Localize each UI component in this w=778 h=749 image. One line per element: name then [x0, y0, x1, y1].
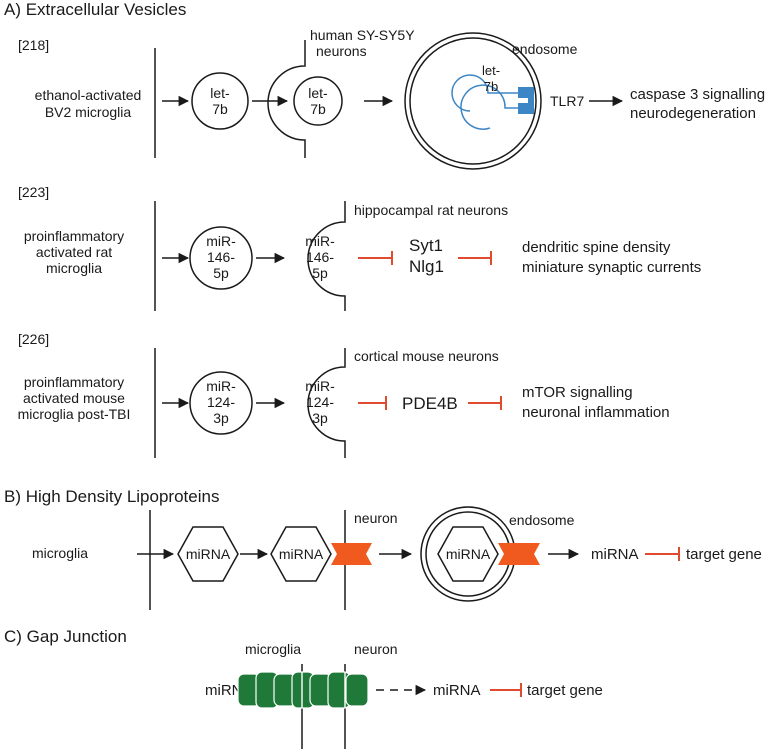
neuron-membrane-fusing — [267, 40, 306, 158]
hdl-particle — [437, 526, 499, 582]
outcome-line-1: caspase 3 signalling — [630, 86, 765, 103]
outcome-line-2: neuronal inflammation — [522, 404, 670, 421]
donor-label-line-2: activated mouse — [23, 390, 125, 406]
extracellular-vesicle — [191, 72, 249, 130]
target-gene: target gene — [527, 682, 603, 699]
free-mirna: miRNA — [591, 546, 639, 563]
vesicle-cargo-line-2: 7b — [310, 101, 326, 117]
neuron-membrane-fusing — [307, 348, 346, 458]
donor-label-line-2: BV2 microglia — [45, 104, 132, 120]
gap-junction-channel-icon — [237, 671, 369, 709]
neuron-membrane-fusing — [307, 201, 346, 311]
vesicle-cargo-line-2: 124- — [207, 394, 235, 410]
result-mirna: miRNA — [433, 682, 481, 699]
ev-row-223: [223] proinflammatory activated rat micr… — [18, 184, 701, 311]
extracellular-vesicle — [189, 226, 253, 290]
outcome-line-1: dendritic spine density — [522, 239, 671, 256]
tlr7-receptor-icon — [518, 103, 530, 114]
vesicle-cargo-line-1: miR- — [206, 378, 236, 394]
vesicle-cargo-line-2: 146- — [306, 249, 334, 265]
vesicle-cargo-line-1: let- — [308, 85, 328, 101]
recipient-label-line-1: human SY-SY5Y — [310, 27, 415, 43]
recipient-label: hippocampal rat neurons — [354, 202, 508, 218]
donor-label-line-1: ethanol-activated — [35, 87, 142, 103]
endosome-cargo-line-1: let- — [482, 63, 500, 78]
right-cell-label: neuron — [354, 641, 398, 657]
target-gene-2: Nlg1 — [409, 257, 444, 276]
fusing-vesicle — [293, 76, 343, 126]
section-a-title: A) Extracellular Vesicles — [4, 0, 186, 19]
hdl-cargo: miRNA — [279, 546, 324, 562]
endosome-cargo-line-2: 7b — [484, 79, 498, 94]
donor-label-line-3: microglia post-TBI — [18, 406, 131, 422]
section-c-title: C) Gap Junction — [4, 627, 127, 646]
hdl-particle — [270, 526, 332, 582]
target-gene: target gene — [686, 546, 762, 563]
vesicle-cargo-line-3: 3p — [312, 410, 328, 426]
reference-223: [223] — [18, 184, 49, 200]
vesicle-cargo-line-1: let- — [210, 85, 230, 101]
vesicle-cargo-line-2: 7b — [212, 101, 228, 117]
donor-label-line-1: proinflammatory — [24, 228, 124, 244]
donor-label-line-1: proinflammatory — [24, 374, 124, 390]
hdl-receptor-icon — [498, 543, 540, 565]
vesicle-cargo-line-2: 146- — [207, 249, 235, 265]
outcome-line-2: neurodegeneration — [630, 105, 756, 122]
recipient-label: cortical mouse neurons — [354, 348, 499, 364]
vesicle-cargo-line-2: 124- — [306, 394, 334, 410]
endosome-outer — [404, 32, 542, 170]
hdl-particle — [177, 526, 239, 582]
endosome-label: endosome — [512, 41, 578, 57]
vesicle-cargo-line-3: 3p — [213, 410, 229, 426]
let-7b-strand — [460, 84, 518, 130]
endosome-label: endosome — [509, 512, 575, 528]
vesicle-cargo-line-3: 5p — [312, 265, 328, 281]
outcome-line-2: miniature synaptic currents — [522, 259, 701, 276]
hdl-cargo: miRNA — [186, 546, 231, 562]
hdl-receptor-icon — [331, 543, 372, 565]
outcome-line-1: mTOR signalling — [522, 384, 633, 401]
section-b-title: B) High Density Lipoproteins — [4, 487, 219, 506]
target-gene-1: Syt1 — [409, 236, 443, 255]
vesicle-cargo-line-1: miR- — [206, 233, 236, 249]
receptor-label: TLR7 — [550, 93, 584, 109]
gap-junction-pathway: microglia neuron miRNA miRNA target gene — [205, 641, 603, 749]
vesicle-cargo-line-1: miR- — [305, 233, 335, 249]
recipient-label-line-2: neurons — [316, 43, 367, 59]
donor-label: microglia — [32, 545, 88, 561]
tlr7-receptor-icon — [528, 87, 534, 114]
target-gene-1: PDE4B — [402, 394, 458, 413]
reference-226: [226] — [18, 331, 49, 347]
hdl-cargo: miRNA — [446, 546, 491, 562]
ev-row-226: [226] proinflammatory activated mouse mi… — [18, 331, 670, 458]
donor-label-line-2: activated rat — [36, 244, 112, 260]
extracellular-vesicle — [189, 371, 253, 435]
recipient-label: neuron — [354, 510, 398, 526]
donor-label-line-3: microglia — [46, 260, 102, 276]
ev-row-218: [218] ethanol-activated BV2 microglia le… — [18, 27, 765, 170]
tlr7-receptor-icon — [518, 87, 530, 98]
vesicle-cargo-line-3: 5p — [213, 265, 229, 281]
endosome-inner — [409, 37, 537, 165]
vesicle-cargo-line-1: miR- — [305, 378, 335, 394]
hdl-pathway: microglia miRNA miRNA neuron endosome mi… — [32, 506, 762, 610]
left-cell-label: microglia — [245, 641, 301, 657]
reference-218: [218] — [18, 37, 49, 53]
